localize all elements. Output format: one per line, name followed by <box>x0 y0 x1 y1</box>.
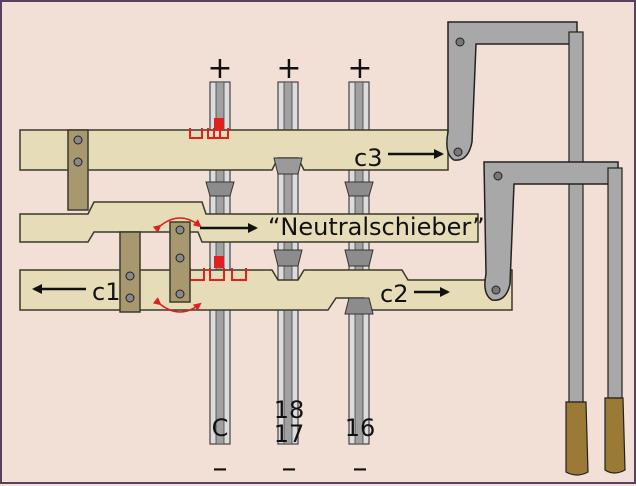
lever-c3 <box>446 21 589 476</box>
rod-c-minus: – <box>213 451 228 486</box>
rod-cones <box>205 157 374 315</box>
bar-top-left <box>67 129 89 211</box>
rod-16-minus: – <box>353 451 368 486</box>
red-markers-bottom <box>189 256 247 281</box>
rod-label-17: 17 <box>274 420 305 448</box>
rod-label-18: 18 <box>274 396 305 424</box>
rod-label-c: C <box>212 414 229 442</box>
lever-c2 <box>483 161 626 474</box>
label-c1: c1 <box>92 278 120 306</box>
rod-c-plus: + <box>207 51 232 86</box>
label-c2: c2 <box>380 280 408 308</box>
bar-center-pivot <box>152 217 202 313</box>
rod-18-plus: + <box>276 51 301 86</box>
label-c3: c3 <box>354 144 382 172</box>
rod-16-plus: + <box>347 51 372 86</box>
bar-bottom-left <box>119 231 141 313</box>
label-neutral: “Neutralschieber” <box>268 213 485 241</box>
red-markers-top <box>189 118 229 139</box>
rod-label-16: 16 <box>345 414 376 442</box>
rod-18-minus: – <box>282 451 297 486</box>
